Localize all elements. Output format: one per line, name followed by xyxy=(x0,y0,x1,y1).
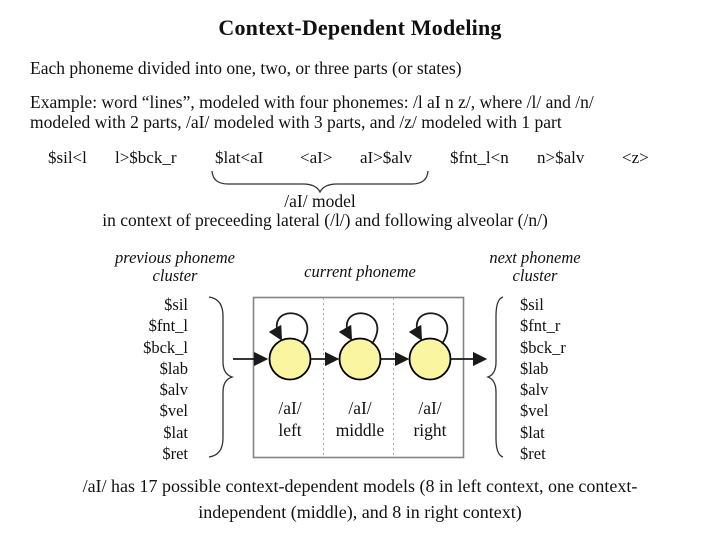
context-note: in context of preceeding lateral (/l/) a… xyxy=(102,210,548,230)
state-circle-right xyxy=(408,337,452,381)
sequence-token: $lat<aI xyxy=(215,148,264,167)
page-title: Context-Dependent Modeling xyxy=(218,15,502,40)
example-line-1: Example: word “lines”, modeled with four… xyxy=(30,92,594,112)
state-circle-left xyxy=(268,337,312,381)
list-item: $fnt_l xyxy=(148,316,188,336)
example-text: Example: word “lines”, modeled with four… xyxy=(30,92,594,132)
state-phoneme: /aI/ xyxy=(278,398,302,418)
footer-line-2: independent (middle), and 8 in right con… xyxy=(198,501,522,522)
example-line-2: modeled with 2 parts, /aI/ modeled with … xyxy=(30,112,562,132)
state-position: middle xyxy=(335,420,385,440)
list-item: $ret xyxy=(162,444,188,464)
self-loop-icon xyxy=(338,312,379,345)
state-label-left: /aI/ left xyxy=(250,397,330,441)
list-item: $lat xyxy=(520,422,545,442)
left-cluster-brace-icon xyxy=(208,296,235,458)
list-item: $fnt_r xyxy=(520,316,561,336)
sequence-token: <aI> xyxy=(300,148,333,167)
list-item: $bck_r xyxy=(520,337,566,357)
sequence-token: $fnt_l<n xyxy=(450,148,509,167)
list-item: $sil xyxy=(520,295,544,314)
sequence-token: n>$alv xyxy=(537,148,585,167)
previous-cluster-heading: previous phoneme cluster xyxy=(95,249,255,284)
footer-text: /aI/ has 17 possible context-dependent m… xyxy=(0,474,720,525)
state-position: right xyxy=(413,420,447,440)
list-item: $bck_l xyxy=(143,337,188,357)
list-item: $vel xyxy=(520,401,549,421)
sequence-underbrace-icon xyxy=(211,170,429,194)
sequence-token: <z> xyxy=(622,148,649,167)
list-item: $sil xyxy=(164,295,188,314)
left-cluster-list: $sil $fnt_l $bck_l $lab $alv $vel $lat $… xyxy=(68,294,188,464)
right-cluster-brace-icon xyxy=(486,296,504,458)
previous-cluster-heading-line1: previous phoneme xyxy=(115,248,235,267)
intro-text: Each phoneme divided into one, two, or t… xyxy=(30,58,462,78)
next-cluster-heading-line2: cluster xyxy=(512,265,558,285)
list-item: $lab xyxy=(520,358,549,378)
state-position: left xyxy=(278,420,302,440)
state-phoneme: /aI/ xyxy=(348,398,372,418)
list-item: $alv xyxy=(520,380,549,400)
list-item: $lat xyxy=(163,422,188,442)
self-loop-icon xyxy=(408,312,449,345)
sequence-token: $sil<l xyxy=(48,148,87,167)
next-cluster-heading: next phoneme cluster xyxy=(455,249,615,284)
self-loop-icon xyxy=(268,312,309,345)
state-label-right: /aI/ right xyxy=(390,397,470,441)
ai-model-label: /aI/ model xyxy=(284,191,356,211)
footer-line-1: /aI/ has 17 possible context-dependent m… xyxy=(82,476,638,496)
next-cluster-heading-line1: next phoneme xyxy=(489,248,581,267)
state-label-middle: /aI/ middle xyxy=(320,397,400,441)
right-cluster-list: $sil $fnt_r $bck_r $lab $alv $vel $lat $… xyxy=(520,294,640,464)
list-item: $lab xyxy=(159,358,188,378)
sequence-token: l>$bck_r xyxy=(115,148,177,167)
current-phoneme-heading: current phoneme xyxy=(304,262,416,281)
sequence-token: aI>$alv xyxy=(360,148,413,167)
list-item: $vel xyxy=(159,401,188,421)
list-item: $alv xyxy=(159,380,188,400)
previous-cluster-heading-line2: cluster xyxy=(152,265,198,285)
list-item: $ret xyxy=(520,444,546,464)
state-phoneme: /aI/ xyxy=(418,398,442,418)
state-circle-middle xyxy=(338,337,382,381)
